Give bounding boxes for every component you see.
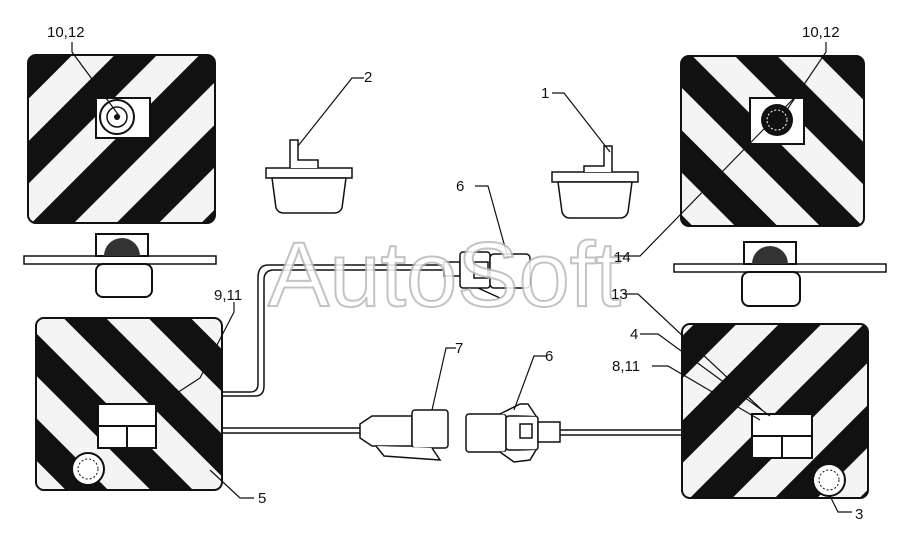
label-part-13: 13 — [611, 286, 628, 303]
label-part-4: 4 — [630, 326, 638, 343]
label-part-1: 1 — [541, 85, 549, 102]
part-labels: 10,12 10,12 2 1 6 14 9,11 13 4 8,11 7 6 … — [47, 24, 863, 523]
plate-bottom-right — [681, 323, 869, 499]
plate-top-right — [680, 55, 865, 227]
label-part-14: 14 — [614, 249, 631, 266]
label-part-2: 2 — [364, 69, 372, 86]
plate-bottom-left — [35, 317, 223, 491]
leader-lines — [71, 42, 852, 513]
lamp-top-right — [673, 241, 887, 307]
bracket-part-1 — [551, 145, 639, 219]
label-part-6-top: 6 — [456, 178, 464, 195]
label-top-left-plate: 10,12 — [47, 24, 85, 41]
label-part-8-11: 8,11 — [612, 358, 640, 375]
label-part-3: 3 — [855, 506, 863, 523]
label-top-right-plate: 10,12 — [802, 24, 840, 41]
label-part-6-bottom: 6 — [545, 348, 553, 365]
connector-part-7 — [359, 409, 449, 461]
label-part-9-11: 9,11 — [214, 287, 242, 304]
plate-top-left — [27, 54, 216, 224]
watermark-text: AutoSoft — [268, 224, 621, 326]
connector-part-6-bottom — [465, 403, 561, 463]
connector-part-6-top — [443, 251, 531, 299]
cables — [222, 264, 682, 436]
label-part-5: 5 — [258, 490, 266, 507]
bracket-part-2 — [265, 139, 353, 214]
lamp-top-left — [23, 233, 217, 298]
label-part-7: 7 — [455, 340, 463, 357]
